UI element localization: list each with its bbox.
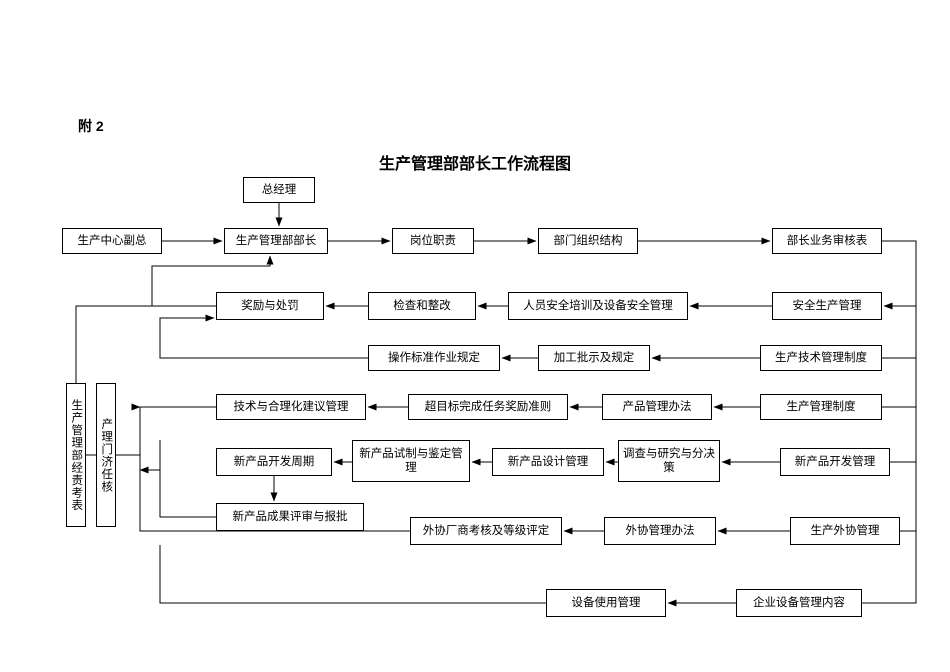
node-tech_suggest: 技术与合理化建议管理 <box>216 394 366 420</box>
node-econ_resp: 产理门济任核 <box>96 383 116 527</box>
node-over_target: 超目标完成任务奖励准则 <box>408 394 568 420</box>
node-equip_content: 企业设备管理内容 <box>736 589 862 617</box>
node-research_decision: 调查与研究与分决策 <box>618 440 720 482</box>
node-trial_appraise: 新产品试制与鉴定管理 <box>352 440 470 482</box>
node-manager: 生产管理部部长 <box>224 228 328 254</box>
node-prod_system: 生产管理制度 <box>760 394 882 420</box>
node-dev_cycle: 新产品开发周期 <box>216 448 332 476</box>
node-safety_mgmt: 安全生产管理 <box>772 292 882 320</box>
node-design_mgmt: 新产品设计管理 <box>492 448 604 476</box>
node-achievement: 新产品成果评审与报批 <box>216 503 364 531</box>
node-op_std: 操作标准作业规定 <box>368 345 500 371</box>
node-outsource_prod: 生产外协管理 <box>790 517 900 545</box>
page-title: 生产管理部部长工作流程图 <box>378 156 571 173</box>
node-dept_org: 部门组织结构 <box>538 228 638 254</box>
node-outsource_eval: 外协厂商考核及等级评定 <box>410 517 562 545</box>
node-product_method: 产品管理办法 <box>602 394 712 420</box>
node-duty: 岗位职责 <box>392 228 474 254</box>
attachment-label: 附 2 <box>78 118 104 134</box>
node-reward: 奖励与处罚 <box>216 292 324 320</box>
node-vp: 生产中心副总 <box>62 228 162 254</box>
node-gm: 总经理 <box>243 177 315 203</box>
node-safety_train: 人员安全培训及设备安全管理 <box>508 292 688 320</box>
node-check: 检查和整改 <box>368 292 476 320</box>
node-process_order: 加工批示及规定 <box>538 345 650 371</box>
node-assess_form: 生产管理部经责考表 <box>66 383 86 527</box>
node-tech_system: 生产技术管理制度 <box>760 345 882 371</box>
node-equip_use: 设备使用管理 <box>546 589 666 617</box>
node-new_prod_dev: 新产品开发管理 <box>780 448 890 476</box>
node-review_form: 部长业务审核表 <box>772 228 882 254</box>
node-outsource_method: 外协管理办法 <box>604 517 716 545</box>
